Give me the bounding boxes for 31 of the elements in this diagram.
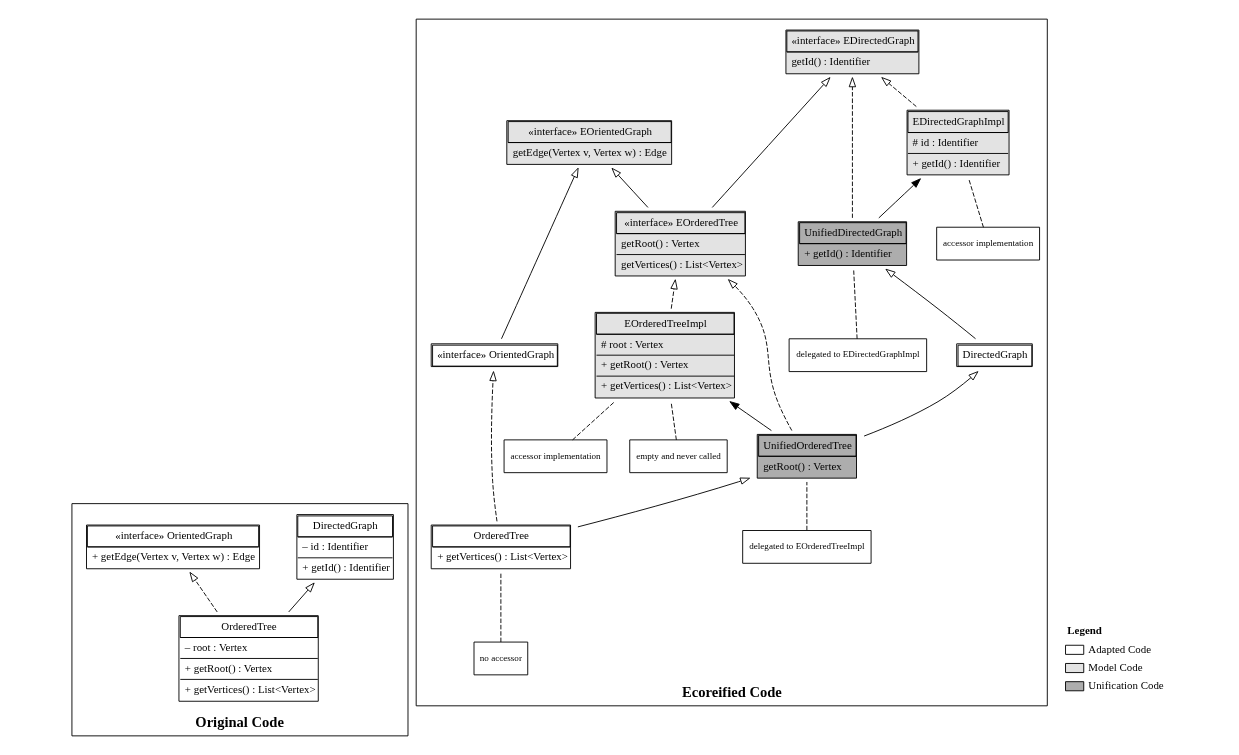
legend-label: Adapted Code: [1088, 642, 1151, 655]
node-box: accessor implementation: [936, 226, 1041, 261]
arrow: [885, 268, 976, 340]
node-box: accessor implementation: [503, 439, 608, 474]
arrow: [189, 571, 218, 613]
arrow: [711, 77, 831, 208]
arrow: [878, 178, 921, 219]
label: Legend: [1067, 623, 1102, 636]
legend-label: Unification Code: [1088, 679, 1164, 692]
arrow: [863, 371, 979, 437]
node-box: delegated to EOrderedTreeImpl: [742, 530, 872, 564]
connector: [806, 481, 808, 531]
arrow: [611, 167, 649, 208]
arrow: [501, 167, 579, 340]
node-box: empty and never called: [629, 439, 728, 474]
arrow: [728, 279, 793, 431]
node-box: delegated to EDirectedGraphImpl: [788, 338, 928, 373]
arrow: [288, 582, 315, 613]
connector: [670, 401, 677, 441]
connector: [572, 401, 615, 441]
arrow: [848, 77, 857, 219]
arrow: [881, 77, 917, 107]
arrow: [577, 477, 751, 528]
arrow: [729, 401, 772, 432]
connector: [500, 572, 502, 643]
connector: [853, 268, 858, 340]
connector: [968, 178, 984, 228]
arrow: [489, 371, 498, 522]
arrow: [670, 279, 678, 310]
legend-label: Model Code: [1088, 660, 1143, 673]
node-box: no accessor: [473, 641, 529, 676]
